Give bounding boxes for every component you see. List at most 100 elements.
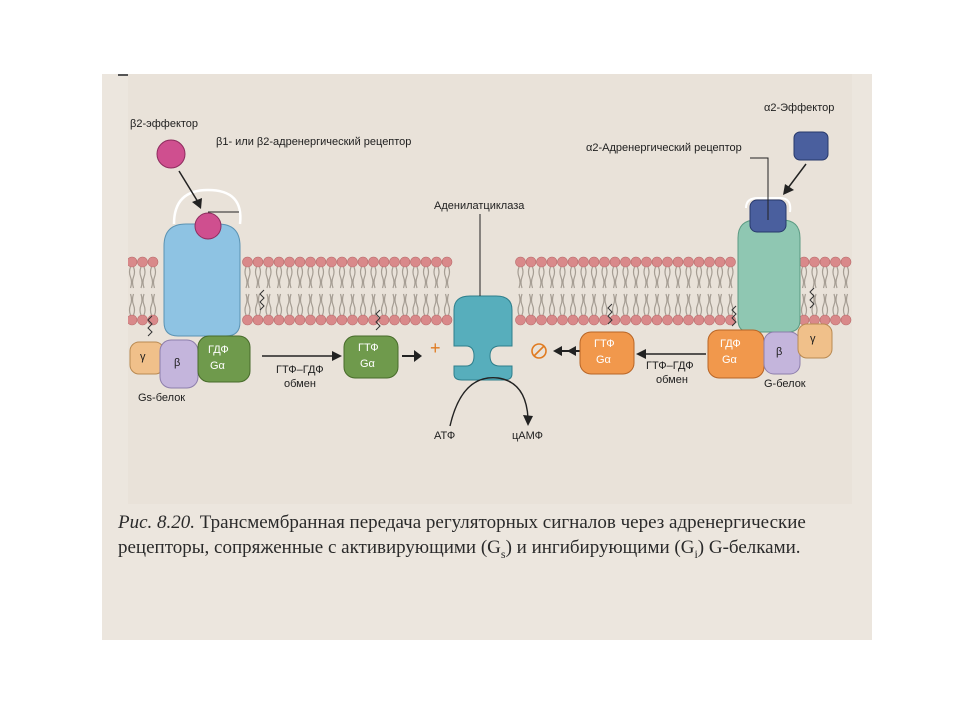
lipid-tail bbox=[842, 266, 850, 289]
caption-text-2: ) и ингибирующими (G bbox=[505, 537, 695, 558]
lipid-tail bbox=[695, 266, 703, 289]
lipid-head bbox=[620, 256, 631, 268]
lipid-head bbox=[294, 256, 306, 268]
lipid-tail bbox=[380, 293, 388, 316]
lipid-head bbox=[525, 256, 537, 268]
lipid-tail bbox=[674, 266, 682, 289]
lipid-tail bbox=[559, 293, 566, 316]
lipid-tail bbox=[149, 293, 157, 316]
binding-arrow bbox=[178, 170, 199, 203]
lipid-tail bbox=[716, 266, 724, 289]
lipid-tail bbox=[580, 293, 587, 316]
lipid-head bbox=[609, 314, 621, 326]
lipid-head bbox=[410, 314, 421, 326]
lipid-head bbox=[567, 256, 579, 268]
lipid-head bbox=[546, 314, 558, 326]
lipid-tail bbox=[695, 293, 703, 316]
lipid-head bbox=[809, 256, 820, 268]
lipid-tail bbox=[244, 293, 251, 316]
lipid-tail bbox=[422, 293, 430, 316]
lipid-tail bbox=[821, 293, 829, 316]
lipid-tail bbox=[527, 293, 535, 316]
lipid-tail bbox=[643, 293, 650, 316]
lipid-head bbox=[662, 314, 673, 326]
lipid-head bbox=[147, 256, 159, 268]
lipid-tail bbox=[590, 293, 598, 316]
lipid-tail bbox=[139, 266, 146, 289]
lipid-head bbox=[840, 314, 852, 326]
lipid-head bbox=[294, 314, 306, 326]
lipid-tail bbox=[664, 293, 671, 316]
lipid-tail bbox=[832, 293, 839, 316]
lipid-tail bbox=[307, 293, 314, 316]
lipid-head bbox=[609, 256, 621, 268]
lipid-tail bbox=[380, 266, 388, 289]
gs-protein-label: Gs-белок bbox=[138, 392, 186, 404]
lipid-anchors bbox=[147, 287, 815, 337]
lipid-tail bbox=[811, 266, 818, 289]
lipid-tail bbox=[517, 266, 524, 289]
lipid-tail bbox=[359, 293, 367, 316]
lipid-head bbox=[578, 314, 589, 326]
lipid-tail bbox=[517, 293, 524, 316]
lipid-tail bbox=[265, 266, 272, 289]
gi-gamma-subunit bbox=[797, 323, 833, 359]
gs-gdp-label: ГДФ bbox=[208, 344, 229, 356]
lipid-tail bbox=[286, 266, 293, 289]
lipid-head bbox=[725, 256, 736, 268]
lipid-head bbox=[683, 314, 694, 326]
lipid-tail bbox=[664, 266, 671, 289]
gi-active-galpha-label: Gα bbox=[596, 354, 611, 366]
caption-text-3: ) G-белками. bbox=[697, 537, 801, 558]
lipid-head bbox=[410, 256, 421, 268]
lipid-tail bbox=[433, 293, 440, 316]
lipid-head bbox=[630, 256, 642, 268]
lipid-tail bbox=[244, 266, 251, 289]
lipid-tail bbox=[349, 293, 356, 316]
lipid-head bbox=[525, 314, 537, 326]
lipid-head bbox=[830, 256, 841, 268]
gs-gamma-label: γ bbox=[140, 351, 146, 363]
atp-label: АТФ bbox=[434, 430, 456, 442]
lipid-tail bbox=[128, 266, 136, 289]
exchange-right-label-1: ГТФ–ГДФ bbox=[646, 360, 694, 372]
lipid-tail bbox=[391, 266, 398, 289]
lipid-tail bbox=[622, 293, 629, 316]
gs-gamma-subunit bbox=[129, 341, 165, 375]
lipid-head bbox=[662, 256, 673, 268]
lipid-head bbox=[252, 256, 264, 268]
activation-arrowhead bbox=[414, 350, 422, 362]
atp-to-camp-arrow bbox=[449, 377, 529, 427]
lipid-head bbox=[672, 314, 684, 326]
lipid-head bbox=[378, 256, 390, 268]
lipid-tail bbox=[716, 293, 724, 316]
lipid-tail bbox=[706, 293, 713, 316]
lipid-tail bbox=[632, 293, 640, 316]
lipid-tail bbox=[548, 293, 556, 316]
lipid-tail bbox=[569, 266, 577, 289]
lipid-head bbox=[714, 256, 726, 268]
lipid-tail bbox=[149, 266, 157, 289]
lipid-tail bbox=[527, 266, 535, 289]
lipid-bilayer bbox=[128, 256, 852, 326]
alpha2-receptor-label: α2-Адренергический рецептор bbox=[586, 142, 742, 154]
gi-beta-label: β bbox=[776, 346, 783, 358]
lipid-tail bbox=[611, 266, 619, 289]
lipid-tail bbox=[422, 266, 430, 289]
lipid-tail bbox=[443, 266, 451, 289]
lipid-head bbox=[242, 314, 253, 326]
lipid-head bbox=[431, 256, 442, 268]
beta2-effector-label: β2-эффектор bbox=[130, 118, 199, 130]
lipid-tail bbox=[653, 293, 661, 316]
lipid-tail bbox=[412, 293, 419, 316]
lipid-head bbox=[620, 314, 631, 326]
alpha2-effector-free bbox=[793, 131, 829, 161]
gs-active-galpha-label: Gα bbox=[360, 358, 375, 370]
lipid-head bbox=[137, 314, 148, 326]
lipid-head bbox=[315, 314, 327, 326]
lipid-head bbox=[546, 256, 558, 268]
alpha2-effector-label: α2-Эффектор bbox=[764, 102, 835, 114]
lipid-head bbox=[273, 256, 285, 268]
lipid-tail bbox=[338, 266, 346, 289]
lipid-tail bbox=[443, 293, 451, 316]
